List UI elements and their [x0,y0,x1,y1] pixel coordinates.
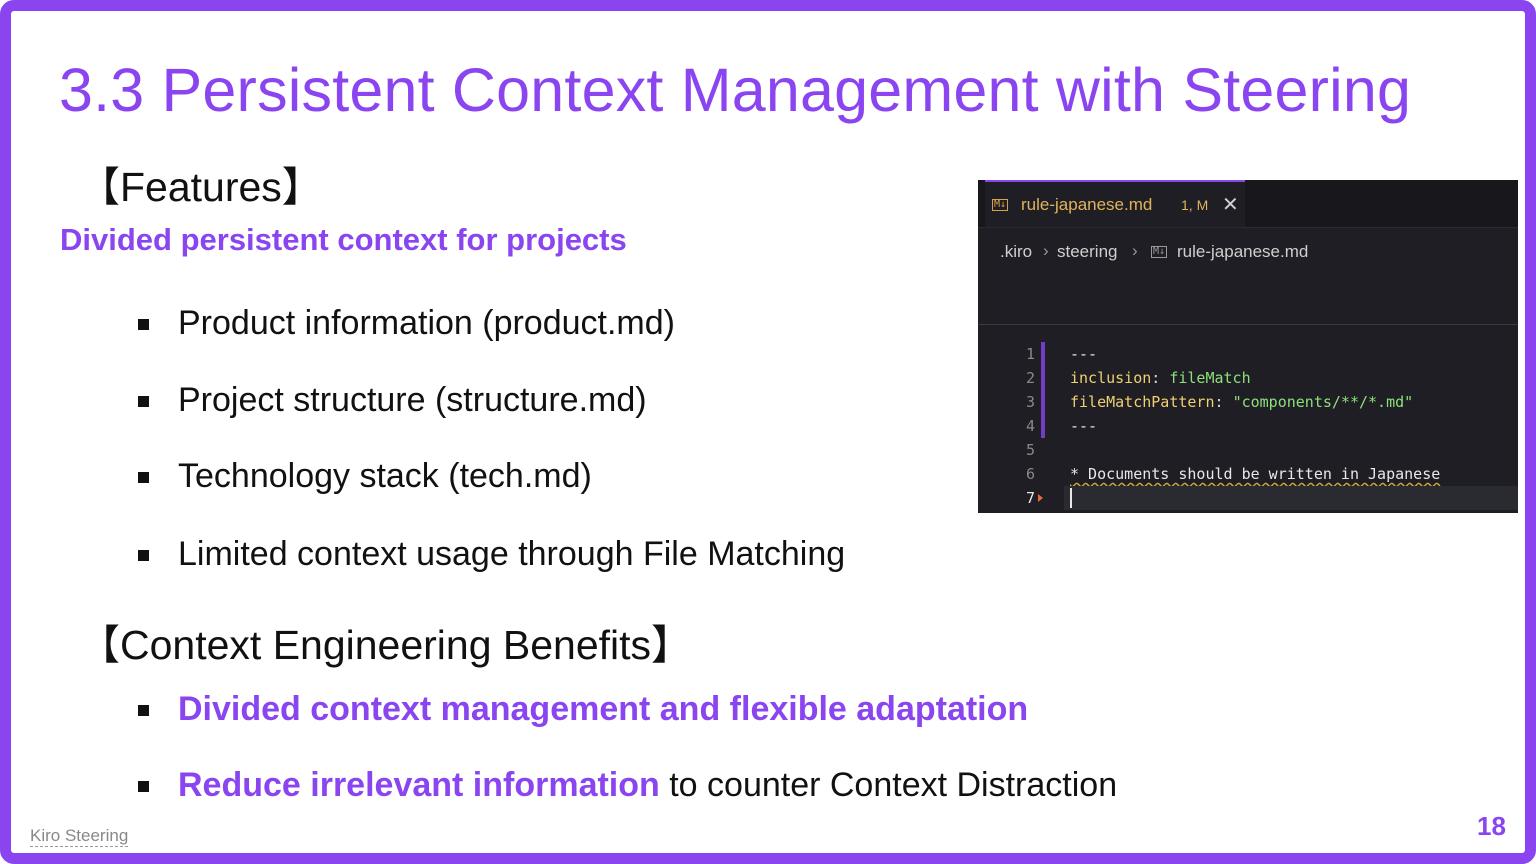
git-change-marker [1041,342,1045,366]
bullet-marker [138,705,149,716]
yaml-key: fileMatchPattern [1070,393,1215,411]
chevron-right-icon: › [1132,241,1138,260]
yaml-key: inclusion [1070,369,1152,387]
yaml-value: "components/**/*.md" [1232,393,1414,411]
feature-text: Technology stack (tech.md) [178,457,592,495]
footer-link[interactable]: Kiro Steering [30,826,129,847]
code-line: 5 [978,438,1518,462]
line-content: inclusion: fileMatch [1070,366,1251,390]
code-line: 4 --- [978,414,1518,438]
breadcrumb-item[interactable]: rule-japanese.md [1177,242,1309,261]
line-number: 1 [1025,345,1035,363]
line-number: 2 [1025,369,1035,387]
line-number: 6 [1025,465,1035,483]
benefit-rest: to counter Context Distraction [659,766,1118,804]
git-change-marker [1041,366,1045,390]
git-change-marker [1041,390,1045,414]
line-number: 4 [1025,417,1035,435]
bullet-marker [138,319,149,330]
features-subtitle: Divided persistent context for projects [60,222,627,257]
line-number: 7 [1025,489,1035,507]
bullet-marker [138,472,149,483]
code-line: 2 inclusion: fileMatch [978,366,1518,390]
features-heading: 【Features】 [79,164,323,210]
breadcrumb-item[interactable]: .kiro [1000,242,1033,261]
benefits-heading: 【Context Engineering Benefits】 [79,622,693,668]
code-line-current: 7 [978,486,1518,510]
warning-icon [1038,494,1043,502]
benefit-highlight: Reduce irrelevant information [178,766,660,804]
feature-text: Product information (product.md) [178,304,675,342]
breadcrumb-item[interactable]: steering [1057,242,1118,261]
feature-text: Limited context usage through File Match… [178,535,846,573]
line-content: * Documents should be written in Japanes… [1070,462,1440,486]
git-change-marker [1041,414,1045,438]
yaml-colon: : [1151,369,1170,387]
text-cursor [1070,488,1072,508]
benefit-highlight: Divided context management and flexible … [178,690,1029,728]
code-editor: M↓ rule-japanese.md 1, M ✕ .kiro › steer… [978,180,1518,513]
line-content: fileMatchPattern: "components/**/*.md" [1070,390,1413,414]
frontmatter-delimiter: --- [1070,345,1098,363]
breadcrumb: .kiro › steering › M↓ rule-japanese.md [978,230,1518,264]
editor-tab-bar: M↓ rule-japanese.md 1, M ✕ [978,180,1518,228]
divider [978,324,1518,325]
benefit-text: Divided context management and flexible … [178,690,1028,729]
feature-text: Project structure (structure.md) [178,381,647,419]
bullet-marker [138,781,149,792]
close-icon[interactable]: ✕ [1222,194,1239,216]
markdown-file-icon: M↓ [992,199,1009,211]
line-number: 3 [1025,393,1035,411]
yaml-value: fileMatch [1169,369,1251,387]
code-line: 1 --- [978,342,1518,366]
markdown-text: * Documents should be written in Japanes… [1070,465,1441,483]
code-line: 6 * Documents should be written in Japan… [978,462,1518,486]
line-content: --- [1070,414,1097,438]
line-content: --- [1070,342,1097,366]
bullet-marker [138,550,149,561]
slide-title: 3.3 Persistent Context Management with S… [59,56,1412,124]
current-line-highlight [1064,486,1518,510]
code-line: 3 fileMatchPattern: "components/**/*.md" [978,390,1518,414]
tab-status-badge: 1, M [1181,197,1209,213]
editor-tab[interactable]: M↓ rule-japanese.md 1, M ✕ [985,180,1245,227]
tab-label: rule-japanese.md [1021,195,1153,214]
markdown-file-icon: M↓ [1151,246,1168,258]
chevron-right-icon: › [1043,241,1049,260]
line-number: 5 [1025,441,1035,459]
frontmatter-delimiter: --- [1070,417,1098,435]
yaml-colon: : [1214,393,1233,411]
page-number: 18 [1477,811,1506,841]
benefit-text: Reduce irrelevant information to counter… [178,766,1117,805]
bullet-marker [138,396,149,407]
